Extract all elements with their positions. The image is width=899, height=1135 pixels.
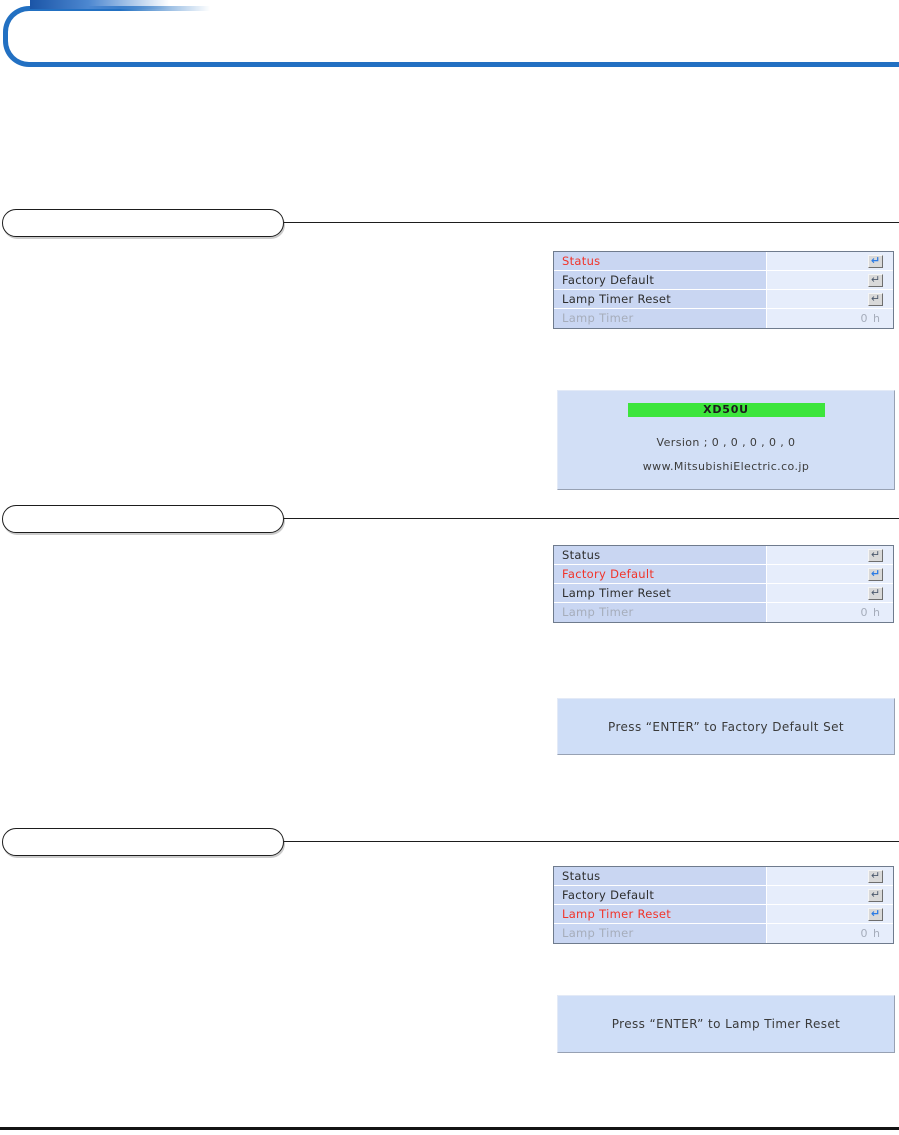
section-pill: [2, 505, 284, 533]
menu-item-lamp-timer: Lamp Timer 0 h: [554, 924, 893, 943]
enter-icon[interactable]: ↵: [868, 292, 883, 306]
menu-item-factory-default[interactable]: Factory Default ↵: [554, 565, 893, 584]
osd-menu-lamp-timer-reset: Status ↵ Factory Default ↵ Lamp Timer Re…: [553, 866, 894, 944]
menu-item-status[interactable]: Status ↵: [554, 546, 893, 565]
section-heading-factory-default: [0, 505, 899, 535]
menu-item-status[interactable]: Status ↵: [554, 252, 893, 271]
menu-item-lamp-timer-reset[interactable]: Lamp Timer Reset ↵: [554, 290, 893, 309]
menu-item-factory-default[interactable]: Factory Default ↵: [554, 886, 893, 905]
lamp-timer-value: 0 h: [860, 606, 881, 619]
menu-item-label: Lamp Timer: [554, 603, 766, 622]
enter-icon[interactable]: ↵: [868, 548, 883, 562]
section-rule: [284, 841, 899, 842]
menu-item-label: Factory Default: [554, 271, 766, 289]
version-text: Version ; 0 , 0 , 0 , 0 , 0: [656, 436, 796, 449]
menu-item-label: Lamp Timer Reset: [554, 290, 766, 308]
section-heading-status: [0, 209, 899, 239]
lamp-timer-reset-confirm-panel: Press “ENTER” to Lamp Timer Reset: [557, 995, 895, 1053]
enter-icon[interactable]: ↵: [868, 907, 883, 921]
lamp-timer-value: 0 h: [860, 927, 881, 940]
enter-icon[interactable]: ↵: [868, 869, 883, 883]
menu-item-label: Lamp Timer Reset: [554, 584, 766, 602]
menu-item-label: Factory Default: [554, 565, 766, 583]
enter-icon[interactable]: ↵: [868, 586, 883, 600]
menu-item-label: Status: [554, 867, 766, 885]
section-heading-lamp-timer-reset: [0, 828, 899, 858]
menu-item-label: Status: [554, 252, 766, 270]
enter-icon[interactable]: ↵: [868, 888, 883, 902]
menu-item-factory-default[interactable]: Factory Default ↵: [554, 271, 893, 290]
confirm-message: Press “ENTER” to Factory Default Set: [608, 719, 844, 734]
model-name-bar: XD50U: [627, 403, 825, 417]
menu-item-label: Lamp Timer: [554, 924, 766, 943]
enter-icon[interactable]: ↵: [868, 254, 883, 268]
website-text: www.MitsubishiElectric.co.jp: [642, 460, 810, 473]
header-gradient-tab: [30, 0, 175, 9]
header-border-box: [3, 6, 899, 67]
menu-item-lamp-timer: Lamp Timer 0 h: [554, 603, 893, 622]
page-bottom-rule: [0, 1127, 899, 1130]
factory-default-confirm-panel: Press “ENTER” to Factory Default Set: [557, 698, 895, 755]
menu-item-status[interactable]: Status ↵: [554, 867, 893, 886]
menu-item-lamp-timer-reset[interactable]: Lamp Timer Reset ↵: [554, 584, 893, 603]
enter-icon[interactable]: ↵: [868, 567, 883, 581]
menu-item-label: Lamp Timer: [554, 309, 766, 328]
header-border-fade: [120, 3, 899, 14]
section-pill: [2, 828, 284, 856]
status-display-panel: XD50U Version ; 0 , 0 , 0 , 0 , 0 www.Mi…: [557, 390, 895, 490]
section-pill: [2, 209, 284, 237]
menu-item-lamp-timer-reset[interactable]: Lamp Timer Reset ↵: [554, 905, 893, 924]
menu-item-label: Lamp Timer Reset: [554, 905, 766, 923]
menu-item-label: Factory Default: [554, 886, 766, 904]
enter-icon[interactable]: ↵: [868, 273, 883, 287]
lamp-timer-value: 0 h: [860, 312, 881, 325]
menu-item-lamp-timer: Lamp Timer 0 h: [554, 309, 893, 328]
osd-menu-factory-default: Status ↵ Factory Default ↵ Lamp Timer Re…: [553, 545, 894, 623]
menu-item-label: Status: [554, 546, 766, 564]
section-rule: [284, 518, 899, 519]
osd-menu-status: Status ↵ Factory Default ↵ Lamp Timer Re…: [553, 251, 894, 329]
confirm-message: Press “ENTER” to Lamp Timer Reset: [611, 1017, 841, 1031]
section-rule: [284, 222, 899, 223]
